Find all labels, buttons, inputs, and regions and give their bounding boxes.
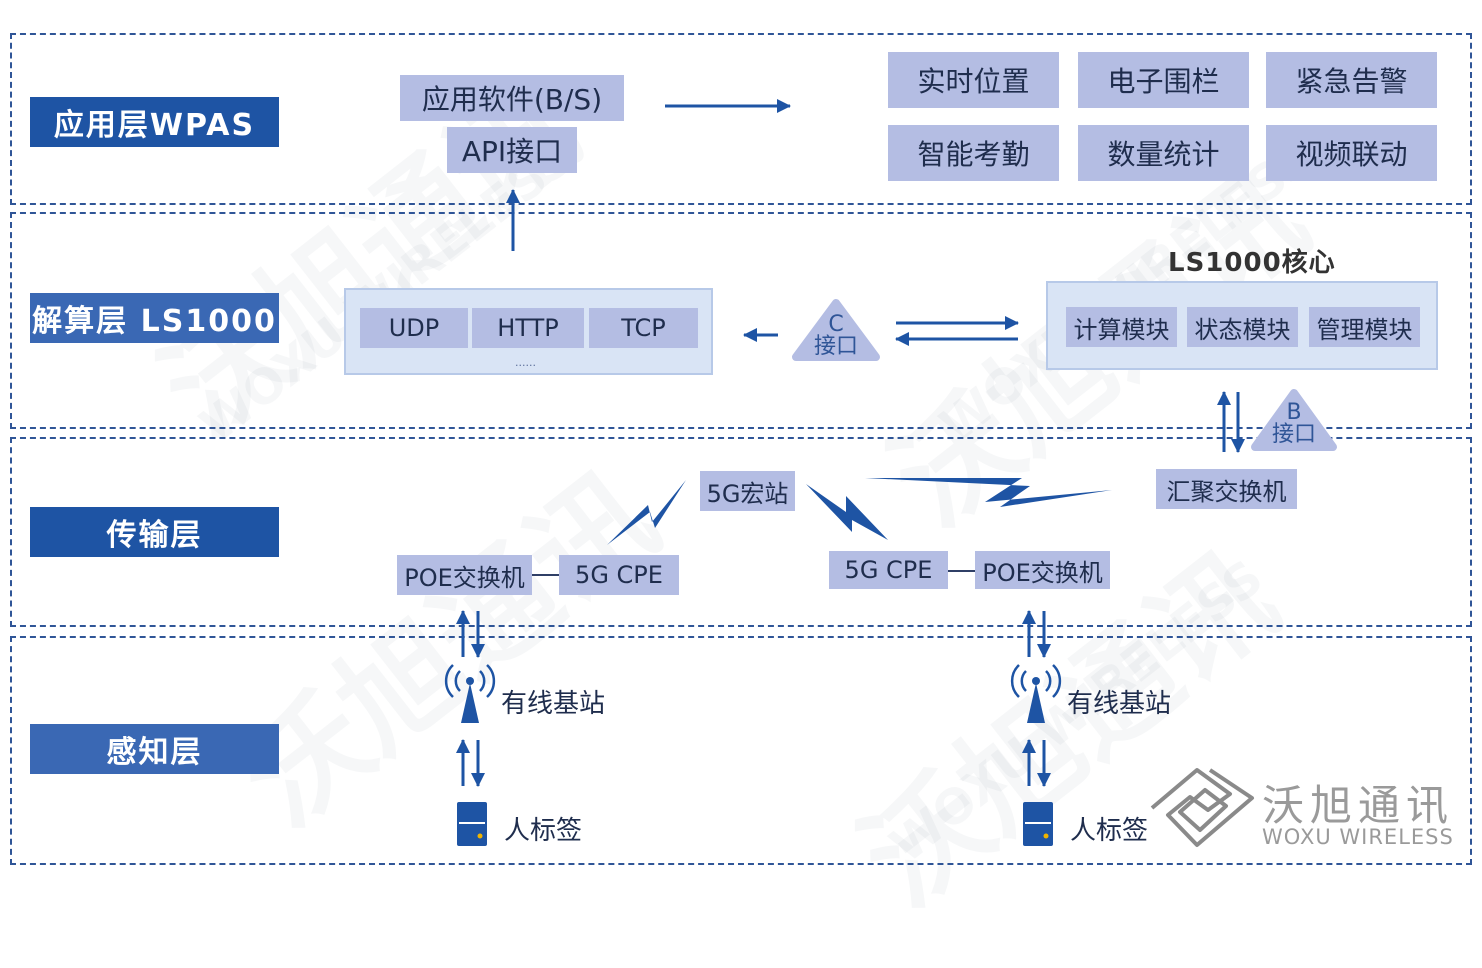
protocol-http: HTTP xyxy=(472,308,584,348)
left-tag-icon xyxy=(457,802,487,846)
function-realtime-location: 实时位置 xyxy=(888,52,1059,108)
right-poe-switch-box: POE交换机 xyxy=(975,551,1110,589)
application-layer-frame xyxy=(10,33,1472,205)
core-title: LS1000核心 xyxy=(1168,248,1336,278)
right-base-station-icon xyxy=(1010,664,1062,723)
function-attendance: 智能考勤 xyxy=(888,125,1059,181)
c-interface-text: 接口 xyxy=(813,334,858,359)
b-interface-triangle xyxy=(1251,389,1337,451)
perception-layer-label: 感知层 xyxy=(30,724,279,774)
protocol-more: ...... xyxy=(515,356,536,369)
compute-layer-label: 解算层 LS1000 xyxy=(30,293,279,343)
transport-layer-frame xyxy=(10,437,1472,627)
macro-station-box: 5G宏站 xyxy=(700,471,795,511)
protocol-udp: UDP xyxy=(360,308,468,348)
application-layer-label: 应用层WPAS xyxy=(30,97,279,147)
left-base-station-label: 有线基站 xyxy=(501,689,606,719)
module-management: 管理模块 xyxy=(1309,307,1420,347)
perception-layer-frame xyxy=(10,636,1472,865)
left-base-station-icon xyxy=(444,664,496,723)
function-video-linkage: 视频联动 xyxy=(1266,125,1437,181)
left-tag-label: 人标签 xyxy=(504,816,583,846)
right-cpe-box: 5G CPE xyxy=(829,551,948,589)
app-software-box: 应用软件(B/S) xyxy=(400,75,624,121)
module-compute: 计算模块 xyxy=(1066,307,1177,347)
wireless-bolt-middle xyxy=(806,484,888,540)
right-tag-icon xyxy=(1023,802,1053,846)
c-interface-triangle xyxy=(792,299,880,361)
module-state: 状态模块 xyxy=(1187,307,1298,347)
aggregation-switch-box: 汇聚交换机 xyxy=(1156,469,1297,509)
logo-english-name: WOXU WIRELESS xyxy=(1262,825,1454,849)
function-geofence: 电子围栏 xyxy=(1078,52,1249,108)
left-poe-switch-box: POE交换机 xyxy=(397,555,532,595)
right-tag-label: 人标签 xyxy=(1070,816,1149,846)
right-base-station-label: 有线基站 xyxy=(1067,689,1172,719)
wireless-bolt-right xyxy=(865,478,1112,507)
transport-layer-label: 传输层 xyxy=(30,507,279,557)
compute-layer-frame xyxy=(10,212,1472,429)
function-emergency-alarm: 紧急告警 xyxy=(1266,52,1437,108)
company-logo-mark xyxy=(1150,768,1254,847)
b-interface-letter: B xyxy=(1286,400,1302,425)
protocol-tcp: TCP xyxy=(589,308,698,348)
function-count-statistics: 数量统计 xyxy=(1078,125,1249,181)
wireless-bolt-left xyxy=(607,480,686,545)
b-interface-text: 接口 xyxy=(1271,422,1316,447)
logo-chinese-name: 沃旭通讯 xyxy=(1262,781,1455,830)
api-interface-box: API接口 xyxy=(447,127,577,173)
left-cpe-box: 5G CPE xyxy=(559,555,679,595)
c-interface-letter: C xyxy=(828,312,844,337)
